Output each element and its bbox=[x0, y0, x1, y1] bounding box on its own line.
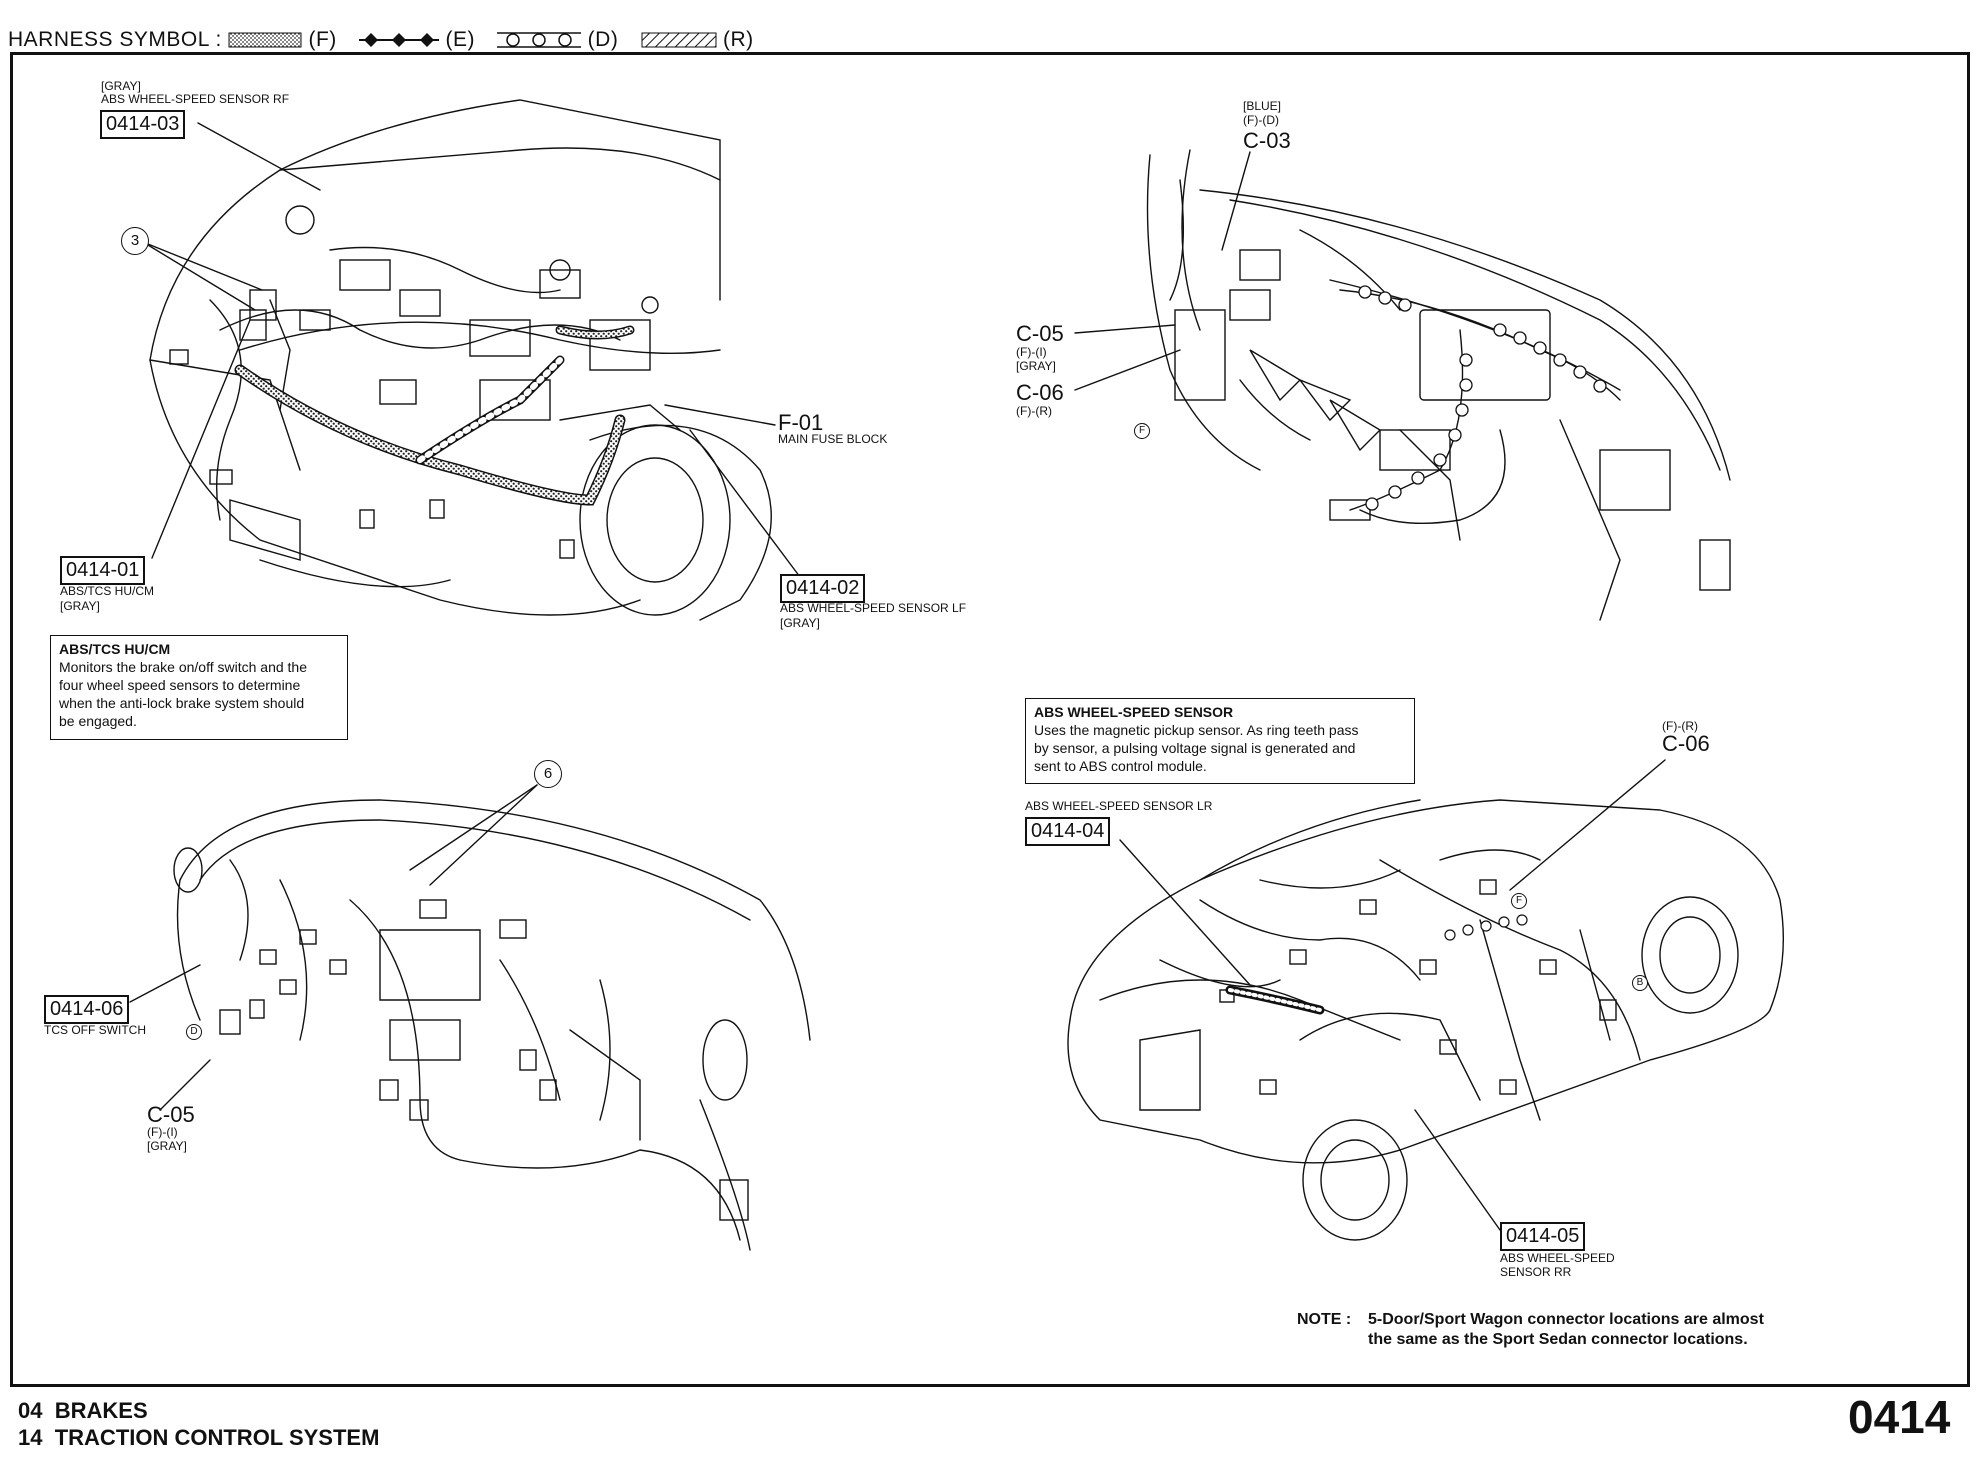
diagonal-hatch-symbol bbox=[641, 32, 717, 48]
c05-color: [GRAY] bbox=[1016, 359, 1056, 373]
hucm-info-line: Monitors the brake on/off switch and the bbox=[59, 659, 307, 675]
tcs-description: TCS OFF SWITCH bbox=[44, 1023, 146, 1037]
footer-subsection: 14 TRACTION CONTROL SYSTEM bbox=[18, 1425, 379, 1451]
dash-c05-harness: (F)-(I) bbox=[147, 1125, 178, 1139]
dash-marker-d: D bbox=[186, 1024, 202, 1040]
hucm-description: ABS/TCS HU/CM bbox=[60, 584, 155, 598]
harness-symbol-legend: HARNESS SYMBOL : (F) (E) (D) (R) bbox=[8, 28, 754, 52]
vehicle-leaders bbox=[1119, 759, 1666, 1231]
hucm-info-line: be engaged. bbox=[59, 713, 137, 729]
c03-harness: (F)-(D) bbox=[1243, 113, 1279, 127]
dotted-hatch-symbol bbox=[228, 32, 302, 48]
interior-marker-f: F bbox=[1134, 423, 1150, 439]
f01-description: MAIN FUSE BLOCK bbox=[778, 432, 888, 446]
sensor-info-box: ABS WHEEL-SPEED SENSOR Uses the magnetic… bbox=[1025, 698, 1415, 784]
lf-color: [GRAY] bbox=[780, 616, 820, 630]
tcs-connector-code: 0414-06 bbox=[44, 995, 130, 1024]
footer-section: 04 BRAKES bbox=[18, 1398, 148, 1424]
c05-harness: (F)-(I) bbox=[1016, 345, 1047, 359]
dash-c05-code: C-05 bbox=[147, 1102, 195, 1127]
dash-c05-color: [GRAY] bbox=[147, 1139, 187, 1153]
diagram-frame bbox=[10, 52, 1970, 1387]
diamond-symbol bbox=[359, 33, 440, 48]
rf-connector-code: 0414-03 bbox=[100, 110, 186, 139]
hucm-info-line: when the anti-lock brake system should bbox=[59, 695, 305, 711]
hucm-connector-code: 0414-01 bbox=[60, 556, 146, 585]
sensor-info-line: by sensor, a pulsing voltage signal is g… bbox=[1034, 740, 1356, 756]
reference-circle-6: 6 bbox=[534, 760, 562, 788]
harness-code-d: (D) bbox=[587, 28, 619, 51]
rf-color: [GRAY] bbox=[101, 79, 141, 93]
hucm-info-line: four wheel speed sensors to determine bbox=[59, 677, 301, 693]
reference-circle-3: 3 bbox=[121, 227, 149, 255]
sensor-info-line: sent to ABS control module. bbox=[1034, 758, 1207, 774]
harness-code-r: (R) bbox=[723, 28, 754, 51]
dashboard-leaders bbox=[129, 784, 538, 1111]
c03-color: [BLUE] bbox=[1243, 99, 1282, 113]
rr-connector-code: 0414-05 bbox=[1500, 1222, 1586, 1251]
note-line-2: the same as the Sport Sedan connector lo… bbox=[1368, 1331, 1748, 1348]
lr-description: ABS WHEEL-SPEED SENSOR LR bbox=[1025, 799, 1213, 813]
lr-connector-code: 0414-04 bbox=[1025, 817, 1111, 846]
hucm-color: [GRAY] bbox=[60, 599, 100, 613]
engine-bay-drawing bbox=[149, 99, 772, 621]
veh-c06-code: C-06 bbox=[1662, 731, 1710, 756]
c05-code: C-05 bbox=[1016, 321, 1064, 346]
hucm-info-title: ABS/TCS HU/CM bbox=[59, 641, 171, 657]
lf-connector-code: 0414-02 bbox=[780, 574, 866, 603]
circle-symbol bbox=[497, 32, 582, 49]
c06-harness: (F)-(R) bbox=[1016, 404, 1052, 418]
vehicle-drawing bbox=[1067, 799, 1785, 1241]
rr-description-2: SENSOR RR bbox=[1500, 1265, 1572, 1279]
page-number: 0414 bbox=[1848, 1391, 1951, 1443]
vehicle-marker-b: B bbox=[1632, 975, 1648, 991]
veh-c06-harness: (F)-(R) bbox=[1662, 719, 1698, 733]
vehicle-marker-f: F bbox=[1511, 893, 1527, 909]
interior-circle-markers bbox=[1358, 285, 1607, 511]
rf-description: ABS WHEEL-SPEED SENSOR RF bbox=[101, 92, 290, 106]
subsection-number: 14 bbox=[18, 1425, 43, 1450]
interior-leaders bbox=[1074, 151, 1251, 391]
harness-code-f: (F) bbox=[308, 28, 337, 51]
harness-code-e: (E) bbox=[445, 28, 475, 51]
c06-code: C-06 bbox=[1016, 380, 1064, 405]
f01-code: F-01 bbox=[778, 410, 824, 435]
hucm-info-box: ABS/TCS HU/CM Monitors the brake on/off … bbox=[50, 635, 348, 740]
interior-drawing bbox=[1146, 149, 1731, 621]
sensor-info-line: Uses the magnetic pickup sensor. As ring… bbox=[1034, 722, 1359, 738]
note-line-1: 5-Door/Sport Wagon connector locations a… bbox=[1368, 1311, 1764, 1328]
lf-description: ABS WHEEL-SPEED SENSOR LF bbox=[780, 601, 967, 615]
subsection-title: TRACTION CONTROL SYSTEM bbox=[54, 1425, 380, 1450]
note-label: NOTE : bbox=[1297, 1311, 1352, 1328]
sensor-info-title: ABS WHEEL-SPEED SENSOR bbox=[1034, 704, 1234, 720]
main-harness-band bbox=[234, 364, 626, 506]
dashboard-drawing bbox=[173, 799, 811, 1251]
rr-description-1: ABS WHEEL-SPEED bbox=[1500, 1251, 1615, 1265]
section-title: BRAKES bbox=[54, 1398, 148, 1423]
c03-code: C-03 bbox=[1243, 128, 1291, 153]
vehicle-circle-markers bbox=[1444, 914, 1528, 941]
harness-symbol-label: HARNESS SYMBOL : bbox=[8, 28, 222, 51]
section-number: 04 bbox=[18, 1398, 43, 1423]
